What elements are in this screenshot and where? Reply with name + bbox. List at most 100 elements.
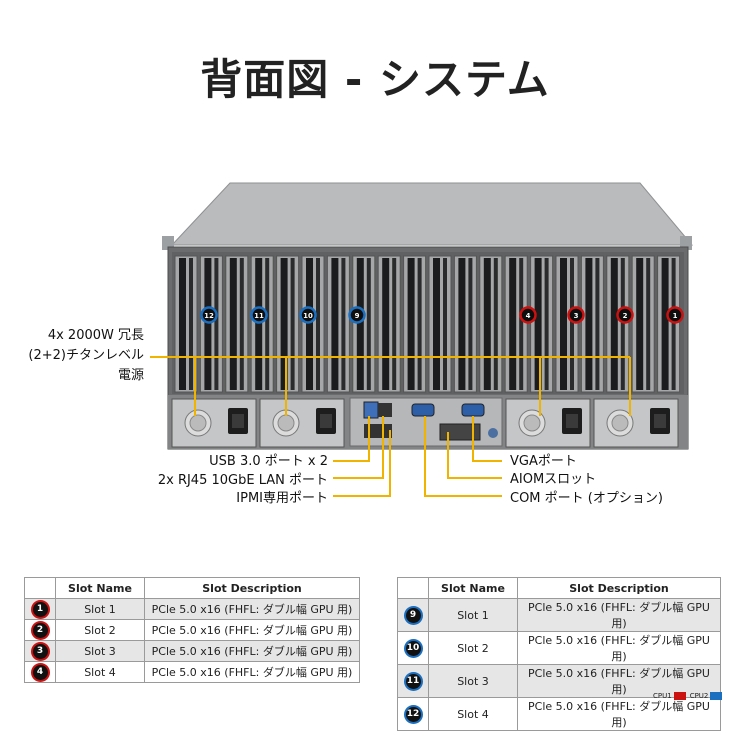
pcie-slot [250, 255, 274, 393]
slot-badge: 12 [405, 707, 421, 722]
pcie-slot [377, 255, 401, 393]
slot-badge-number: 4 [526, 312, 531, 320]
slot-description: PCle 5.0 x16 (FHFL: ダブル幅 GPU 用) [144, 619, 360, 641]
page-title: 背面図 - システム [200, 55, 550, 104]
com-label: COM ポート (オプション) [510, 491, 663, 506]
slot-badge-cell: 2 [24, 619, 56, 641]
pcie-slot [403, 255, 427, 393]
slot-name: Slot 4 [428, 697, 518, 731]
pcie-slot [276, 255, 300, 393]
slot-name: Slot 1 [55, 598, 145, 620]
slot-badge: 3 [567, 306, 585, 324]
slot-badge: 10 [299, 306, 317, 324]
slot-badge: 1 [32, 602, 48, 617]
slot-badge: 2 [616, 306, 634, 324]
slot-description: PCle 5.0 x16 (FHFL: ダブル幅 GPU 用) [144, 661, 360, 683]
table-header-badge [397, 577, 429, 599]
callout-line [447, 432, 502, 479]
psu-label-line-3: 電源 [117, 368, 144, 383]
pcie-slot [225, 255, 249, 393]
aiom-label: AIOMスロット [510, 472, 597, 487]
slot-name: Slot 4 [55, 661, 145, 683]
usb-label: USB 3.0 ポート x 2 [209, 454, 328, 469]
table-header-slot-name: Slot Name [55, 577, 145, 599]
psu-module [593, 398, 679, 448]
pcie-slot [530, 255, 554, 393]
slot-badge: 11 [250, 306, 268, 324]
slot-name: Slot 1 [428, 598, 518, 632]
slot-name: Slot 3 [428, 664, 518, 698]
pcie-slot-area [172, 252, 684, 394]
psu-modules [171, 398, 679, 448]
lan-port-2 [364, 424, 378, 438]
slot-badge: 4 [32, 665, 48, 680]
slot-badge: 12 [200, 306, 218, 324]
slot-badge: 2 [32, 623, 48, 638]
slot-badge-cell: 3 [24, 640, 56, 662]
aiom-slot [439, 423, 481, 441]
callout-line [333, 416, 384, 479]
psu-label: 4x 2000W 冗長 (2+2)チタンレベル 電源 [22, 326, 144, 386]
callout-line [333, 416, 370, 462]
callout-line [424, 416, 502, 497]
slot-badge-number: 11 [254, 312, 264, 320]
slot-badge-cell: 4 [24, 661, 56, 683]
pcie-slot [504, 255, 528, 393]
slot-description: PCle 5.0 x16 (FHFL: ダブル幅 GPU 用) [517, 631, 721, 665]
psu-label-line-2: (2+2)チタンレベル [28, 348, 144, 363]
pcie-slot [326, 255, 350, 393]
chassis-top [170, 182, 694, 246]
psu-label-line-1: 4x 2000W 冗長 [47, 328, 144, 343]
slot-badge-number: 1 [673, 312, 678, 320]
slot-badges: 12 11 10 9 4 3 2 1 [200, 306, 684, 324]
table-header-slot-name: Slot Name [428, 577, 518, 599]
slot-description: PCle 5.0 x16 (FHFL: ダブル幅 GPU 用) [144, 598, 360, 620]
slot-name: Slot 2 [55, 619, 145, 641]
slot-badge-number: 2 [623, 312, 628, 320]
slot-badge-number: 12 [204, 312, 214, 320]
slot-badge: 4 [519, 306, 537, 324]
ipmi-label: IPMI専用ポート [236, 491, 328, 506]
slot-badge-cell: 12 [397, 697, 429, 731]
pcie-slot [479, 255, 503, 393]
pcie-slot [428, 255, 452, 393]
psu-module [505, 398, 591, 448]
lan-label: 2x RJ45 10GbE LAN ポート [157, 473, 328, 488]
usb-ports [363, 401, 379, 419]
pcie-slot [631, 255, 655, 393]
pcie-slot [606, 255, 630, 393]
slot-description: PCle 5.0 x16 (FHFL: ダブル幅 GPU 用) [517, 697, 721, 731]
slot-badge: 9 [405, 608, 421, 623]
slot-description: PCle 5.0 x16 (FHFL: ダブル幅 GPU 用) [517, 664, 721, 698]
slot-badge-number: 3 [574, 312, 579, 320]
slot-description: PCle 5.0 x16 (FHFL: ダブル幅 GPU 用) [144, 640, 360, 662]
cpu-legend: CPU1 CPU2 [653, 692, 726, 700]
slot-badge-cell: 1 [24, 598, 56, 620]
slot-badge-number: 9 [355, 312, 360, 320]
table-header-slot-desc: Slot Description [517, 577, 721, 599]
pcie-slot [657, 255, 681, 393]
slot-description: PCle 5.0 x16 (FHFL: ダブル幅 GPU 用) [517, 598, 721, 632]
legend-cpu1-label: CPU1 [653, 692, 672, 700]
slot-badge: 1 [666, 306, 684, 324]
pcie-slot [555, 255, 579, 393]
slot-badge: 11 [405, 674, 421, 689]
pcie-slot [174, 255, 198, 393]
psu-module [259, 398, 345, 448]
slot-badge-cell: 10 [397, 631, 429, 665]
com-port [411, 403, 435, 417]
slot-badge-cell: 9 [397, 598, 429, 632]
psu-module [171, 398, 257, 448]
legend-cpu2-label: CPU2 [689, 692, 709, 700]
ipmi-port [378, 424, 392, 438]
pcie-slot [453, 255, 477, 393]
table-header-badge [24, 577, 56, 599]
